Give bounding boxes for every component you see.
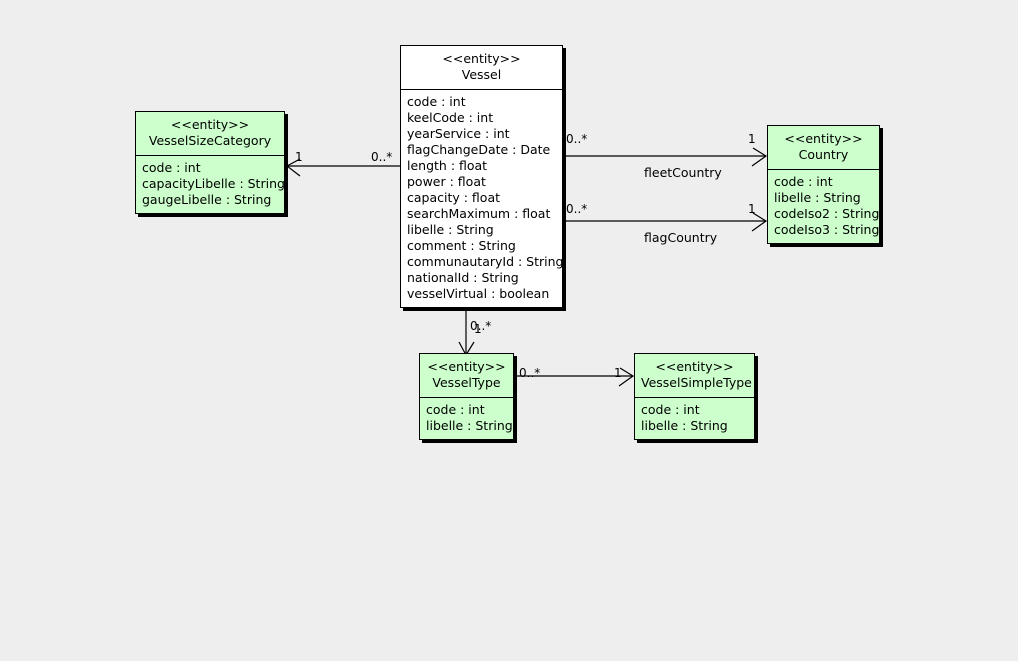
class-header-vesselsizecategory: <<entity>> VesselSizeCategory (136, 112, 284, 156)
class-attribute: capacityLibelle : String (142, 176, 285, 191)
multiplicity-vesselsimpletype-source: 0..* (519, 366, 541, 380)
multiplicity-flagcountry-target: 1 (748, 202, 756, 216)
association-label-flagcountry: flagCountry (644, 230, 718, 245)
class-attribute: libelle : String (641, 418, 728, 433)
class-stereotype: <<entity>> (784, 131, 863, 146)
class-attribute: code : int (641, 402, 700, 417)
class-stereotype: <<entity>> (655, 359, 734, 374)
class-stereotype: <<entity>> (427, 359, 506, 374)
class-attributes-vessel: code : int keelCode : int yearService : … (401, 90, 564, 307)
multiplicity-vesselsizecategory-target: 1 (295, 150, 303, 164)
class-attribute: nationalId : String (407, 270, 519, 285)
class-attribute: libelle : String (774, 190, 861, 205)
class-header-vesseltype: <<entity>> VesselType (420, 354, 513, 398)
class-name: VesselType (432, 375, 501, 390)
class-name: VesselSizeCategory (148, 133, 272, 148)
class-attributes-vesselsimpletype: code : int libelle : String (635, 398, 754, 439)
class-attribute: keelCode : int (407, 110, 494, 125)
edge-vessel-country-fleet (563, 147, 768, 167)
class-attribute: code : int (142, 160, 201, 175)
class-attribute: capacity : float (407, 190, 501, 205)
class-attributes-vesseltype: code : int libelle : String (420, 398, 513, 439)
class-attribute: flagChangeDate : Date (407, 142, 551, 157)
multiplicity-vesselsimpletype-target: 1 (614, 366, 622, 380)
class-attribute: length : float (407, 158, 488, 173)
class-attribute: libelle : String (407, 222, 494, 237)
class-box-vesselsizecategory[interactable]: <<entity>> VesselSizeCategory code : int… (135, 111, 285, 214)
multiplicity-fleetcountry-source: 0..* (566, 132, 588, 146)
class-attributes-vesselsizecategory: code : int capacityLibelle : String gaug… (136, 156, 285, 213)
association-label-fleetcountry: fleetCountry (644, 165, 722, 180)
class-attribute: libelle : String (426, 418, 513, 433)
class-attributes-country: code : int libelle : String codeIso2 : S… (768, 170, 879, 243)
class-attribute: power : float (407, 174, 486, 189)
multiplicity-vesselsizecategory-source: 0..* (371, 150, 393, 164)
multiplicity-vesseltype-source: 0..* (470, 319, 492, 333)
edge-vessel-country-flag (563, 212, 768, 232)
class-stereotype: <<entity>> (170, 117, 250, 132)
class-name: Country (798, 147, 849, 162)
class-attribute: yearService : int (407, 126, 510, 141)
class-box-country[interactable]: <<entity>> Country code : int libelle : … (767, 125, 880, 244)
multiplicity-flagcountry-source: 0..* (566, 202, 588, 216)
class-header-vessel: <<entity>> Vessel (401, 46, 562, 90)
class-attribute: communautaryId : String (407, 254, 564, 269)
class-attribute: gaugeLibelle : String (142, 192, 272, 207)
class-attribute: comment : String (407, 238, 516, 253)
class-attribute: codeIso3 : String (774, 222, 880, 237)
class-box-vesselsimpletype[interactable]: <<entity>> VesselSimpleType code : int l… (634, 353, 755, 440)
class-attribute: code : int (774, 174, 833, 189)
multiplicity-vesseltype-target: 1 (474, 322, 482, 336)
class-attribute: codeIso2 : String (774, 206, 880, 221)
class-header-country: <<entity>> Country (768, 126, 879, 170)
class-name: Vessel (461, 67, 502, 82)
class-stereotype: <<entity>> (442, 51, 521, 66)
class-box-vesseltype[interactable]: <<entity>> VesselType code : int libelle… (419, 353, 514, 440)
class-attribute: code : int (426, 402, 485, 417)
class-attribute: searchMaximum : float (407, 206, 551, 221)
class-box-vessel[interactable]: <<entity>> Vessel code : int keelCode : … (400, 45, 563, 308)
class-name: VesselSimpleType (641, 375, 752, 390)
class-attribute: code : int (407, 94, 466, 109)
multiplicity-fleetcountry-target: 1 (748, 132, 756, 146)
class-attribute: vesselVirtual : boolean (407, 286, 550, 301)
class-header-vesselsimpletype: <<entity>> VesselSimpleType (635, 354, 754, 398)
